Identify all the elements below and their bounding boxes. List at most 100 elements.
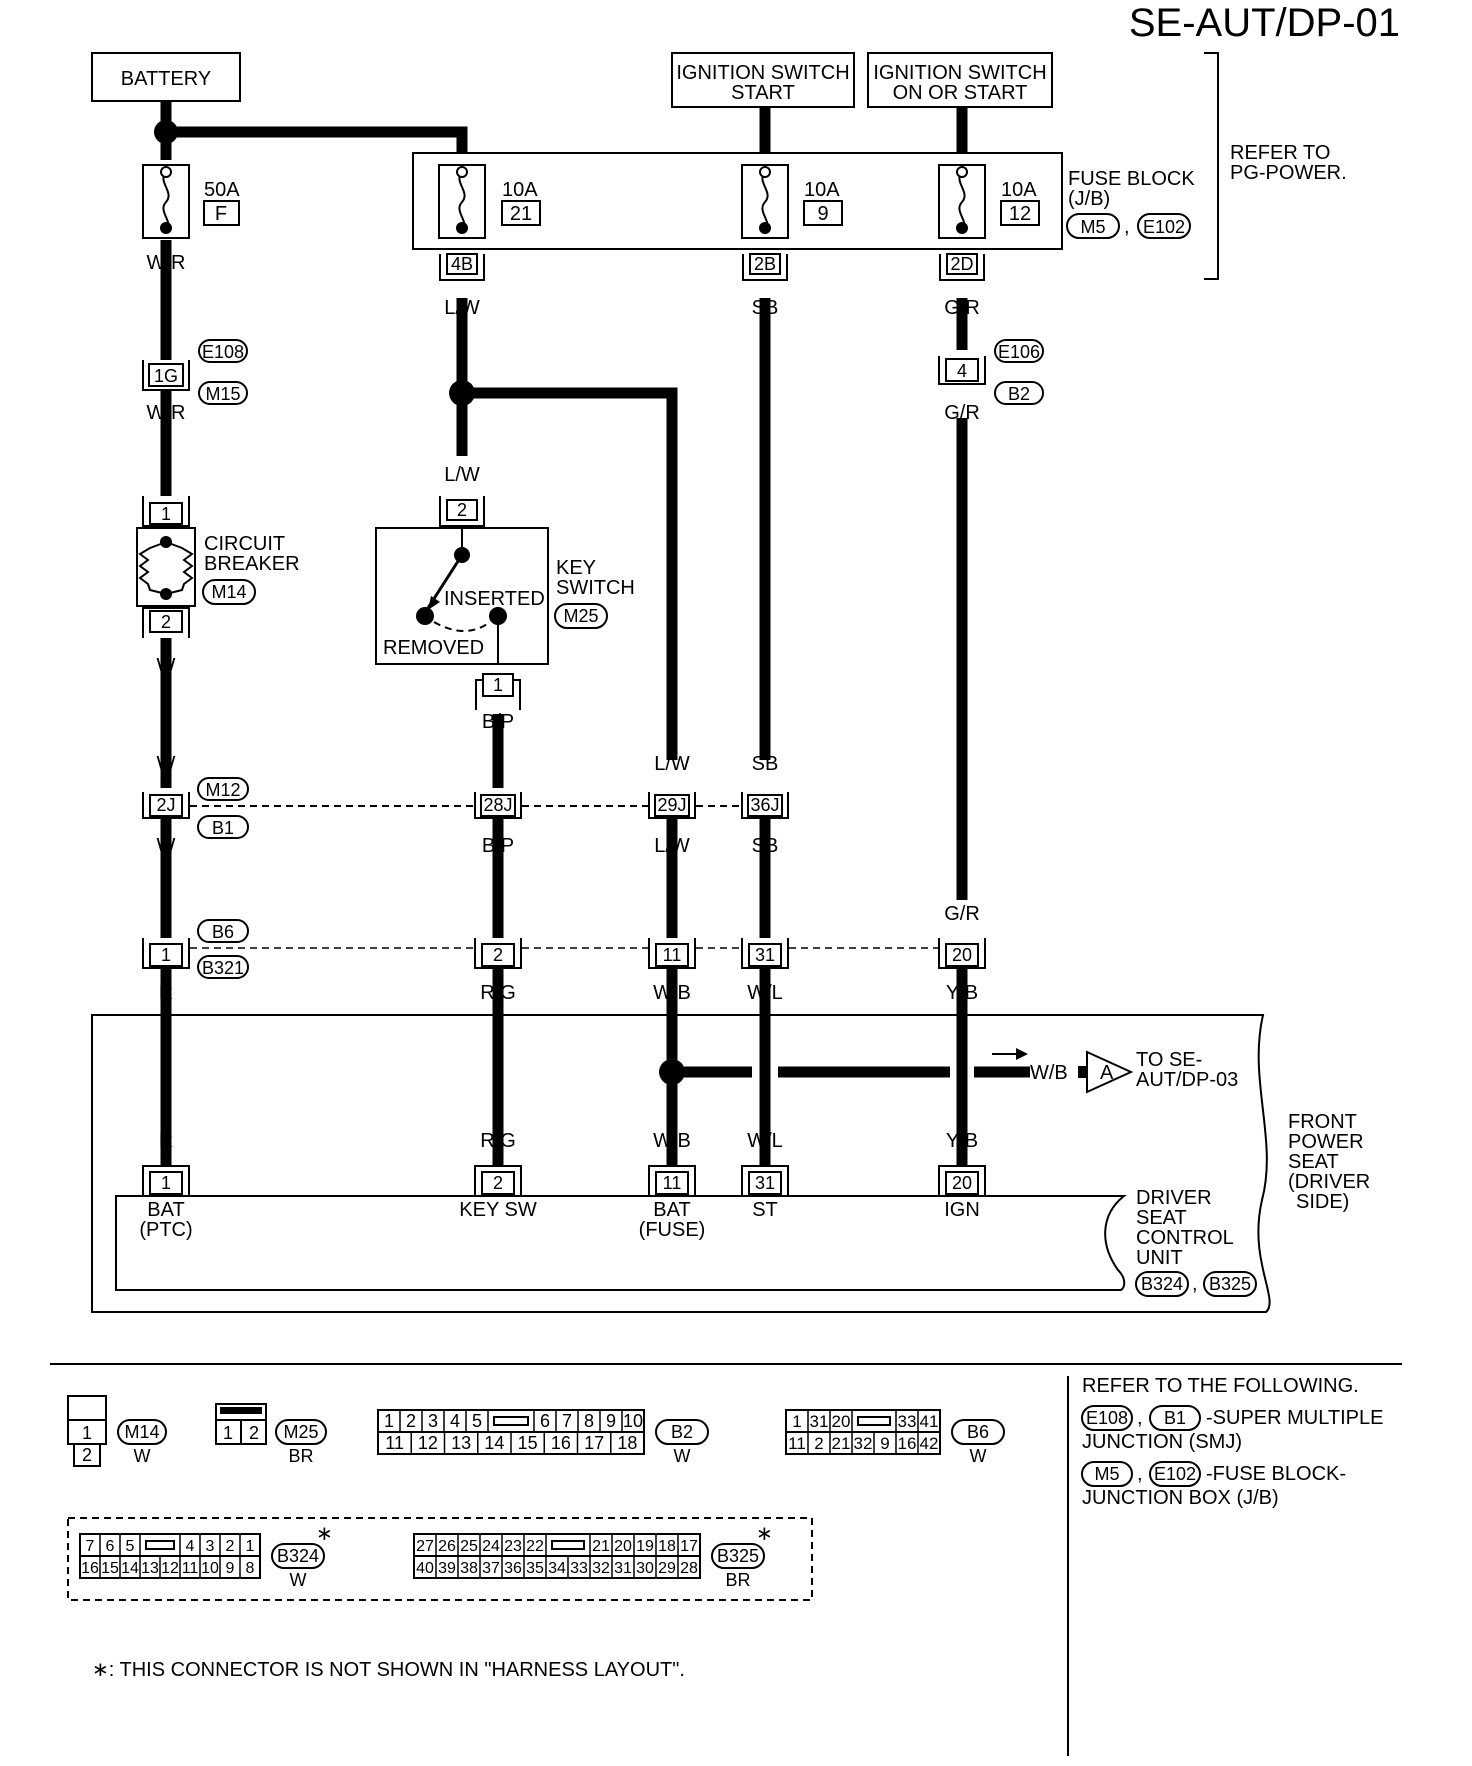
svg-text:,: ,	[1192, 1273, 1198, 1295]
pin-35: 35	[526, 1560, 544, 1577]
svg-text:W/B: W/B	[653, 1130, 691, 1152]
pin-21: 21	[592, 1538, 610, 1555]
svg-text:REFER TO THE FOLLOWING.: REFER TO THE FOLLOWING.	[1082, 1375, 1359, 1397]
svg-text:4B: 4B	[451, 254, 473, 274]
svg-text:B/P: B/P	[482, 711, 514, 733]
svg-text:E102: E102	[1154, 1464, 1196, 1484]
pin-11: 11	[788, 1434, 806, 1453]
fuse-50a: 50A F	[142, 164, 240, 239]
svg-text:M15: M15	[205, 384, 240, 404]
wire-color-labels: W/R W/R W W W R R L/W L/W B/P B/P R/G R/…	[147, 252, 980, 1152]
svg-text:L/W: L/W	[444, 297, 480, 319]
svg-text:(J/B): (J/B)	[1068, 188, 1110, 210]
asterisk-icon: ∗	[316, 1523, 333, 1545]
fuse-terminal-2b: 2B	[742, 253, 788, 281]
pin-3: 3	[206, 1538, 215, 1555]
lock-tab-icon	[551, 1540, 585, 1550]
svg-text:IGNITION SWITCH: IGNITION SWITCH	[676, 62, 849, 84]
continuation-arrow-a: W/B A TO SE- AUT/DP-03	[992, 1048, 1238, 1094]
pin-17: 17	[584, 1433, 604, 1453]
pin-2: 2	[814, 1434, 823, 1453]
svg-text:B1: B1	[1164, 1408, 1186, 1428]
connector-color: BR	[725, 1570, 750, 1590]
svg-text:B/P: B/P	[482, 835, 514, 857]
ignition-switch-start: IGNITION SWITCH START	[671, 52, 855, 108]
svg-text:CONTROL: CONTROL	[1136, 1227, 1234, 1249]
svg-text:1: 1	[493, 675, 503, 695]
svg-text:2B: 2B	[754, 254, 776, 274]
pin-3: 3	[428, 1411, 438, 1431]
pin-18: 18	[617, 1433, 637, 1453]
svg-text:2J: 2J	[156, 795, 175, 815]
svg-text:29J: 29J	[657, 795, 686, 815]
driver-seat-control-unit	[115, 1195, 1127, 1291]
svg-text:SB: SB	[752, 297, 779, 319]
svg-text:CIRCUIT: CIRCUIT	[204, 533, 285, 555]
svg-text:2: 2	[249, 1423, 259, 1443]
asterisk-icon: ∗	[756, 1523, 773, 1545]
fuse-terminal-2d: 2D	[939, 253, 985, 281]
splice-wb	[659, 1059, 685, 1085]
front-power-seat-label: FRONT POWER SEAT (DRIVER SIDE)	[1288, 1111, 1370, 1213]
svg-text:JUNCTION BOX (J/B): JUNCTION BOX (J/B)	[1082, 1487, 1279, 1509]
pin-18: 18	[658, 1538, 676, 1555]
svg-text:SEAT: SEAT	[1136, 1207, 1187, 1229]
svg-text:BREAKER: BREAKER	[204, 553, 300, 575]
svg-text:M5: M5	[1094, 1464, 1119, 1484]
pin-24: 24	[482, 1538, 500, 1555]
svg-text:2: 2	[82, 1445, 92, 1465]
pin-16: 16	[551, 1433, 571, 1453]
svg-text:M25: M25	[563, 606, 598, 626]
svg-text:F: F	[215, 203, 227, 225]
pin-7: 7	[86, 1538, 95, 1555]
pin-2: 2	[406, 1411, 416, 1431]
svg-text:UNIT: UNIT	[1136, 1247, 1183, 1269]
svg-text:31: 31	[755, 1173, 775, 1193]
pin-23: 23	[504, 1538, 522, 1555]
svg-text:R: R	[159, 1130, 173, 1152]
svg-text:ON OR START: ON OR START	[893, 82, 1028, 104]
pin-41: 41	[920, 1412, 939, 1431]
pin-10: 10	[623, 1411, 643, 1431]
svg-text:R: R	[159, 982, 173, 1004]
pin-13: 13	[451, 1433, 471, 1453]
svg-text:R/G: R/G	[480, 982, 516, 1004]
svg-text:1: 1	[161, 1173, 171, 1193]
svg-text:9: 9	[817, 203, 828, 225]
svg-text:G/R: G/R	[944, 903, 980, 925]
svg-text:SB: SB	[752, 753, 779, 775]
pin-4: 4	[186, 1538, 195, 1555]
svg-text:20: 20	[952, 945, 972, 965]
connector-color: W	[290, 1570, 307, 1590]
circuit-breaker: 1 2 CIRCUIT BREAKER M14	[136, 496, 300, 638]
pin-34: 34	[548, 1560, 566, 1577]
pin-37: 37	[482, 1560, 500, 1577]
svg-text:-FUSE BLOCK-: -FUSE BLOCK-	[1206, 1463, 1346, 1485]
svg-text:M14: M14	[211, 582, 246, 602]
svg-text:W: W	[134, 1446, 151, 1466]
pin-1: 1	[384, 1411, 394, 1431]
svg-text:L/W: L/W	[444, 464, 480, 486]
svg-text:2: 2	[493, 1173, 503, 1193]
pin-5: 5	[472, 1411, 482, 1431]
svg-text:1: 1	[223, 1423, 233, 1443]
svg-text:Y/B: Y/B	[946, 1130, 978, 1152]
svg-text:M25: M25	[283, 1422, 318, 1442]
pin-12: 12	[418, 1433, 438, 1453]
svg-text:11: 11	[663, 1173, 682, 1193]
pin-40: 40	[416, 1560, 434, 1577]
svg-text:W/R: W/R	[147, 402, 186, 424]
svg-text:START: START	[731, 82, 795, 104]
svg-text:2D: 2D	[950, 254, 973, 274]
svg-text:ST: ST	[752, 1199, 778, 1221]
svg-text:REFER TO: REFER TO	[1230, 142, 1330, 164]
svg-text:L/W: L/W	[654, 753, 690, 775]
svg-text:W: W	[157, 753, 176, 775]
svg-text:TO SE-: TO SE-	[1136, 1049, 1202, 1071]
splice-lw	[449, 380, 475, 406]
refer-following-legend: REFER TO THE FOLLOWING. E108 , B1 -SUPER…	[1081, 1375, 1383, 1509]
pin-13: 13	[141, 1560, 159, 1577]
pin-17: 17	[680, 1538, 698, 1555]
front-power-seat-frame	[91, 1014, 1271, 1313]
svg-text:SIDE): SIDE)	[1296, 1191, 1349, 1213]
